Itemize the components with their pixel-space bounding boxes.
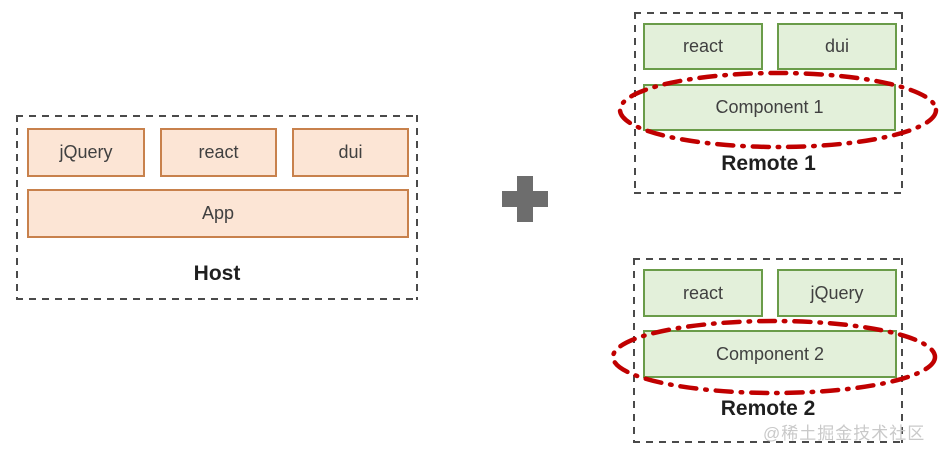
host-lib-box-react: react [160, 128, 277, 177]
remote1-lib-box-dui: dui [777, 23, 897, 70]
watermark: @稀土掘金技术社区 [763, 424, 926, 443]
remote1-component-label: Component 1 [715, 97, 824, 117]
host-title: Host [193, 262, 241, 285]
remote1-lib-label-react: react [682, 36, 724, 56]
plus-icon [502, 176, 548, 222]
remote1-component-box: Component 1 [643, 84, 896, 131]
host-app-box: App [27, 189, 409, 238]
host-lib-box-dui: dui [292, 128, 409, 177]
remote2-title: Remote 2 [720, 397, 816, 420]
remote2-lib-label-react: react [682, 282, 724, 303]
remote2-lib-label-jquery: jQuery [810, 282, 864, 303]
remote2-component-box: Component 2 [643, 330, 897, 378]
host-lib-label-dui: dui [338, 142, 363, 162]
remote1-container: react dui Component 1 Remote 1 [634, 12, 903, 194]
remote1-lib-label-dui: dui [824, 36, 850, 56]
host-container: jQuery react dui App Host [16, 115, 418, 300]
remote1-lib-box-react: react [643, 23, 763, 70]
host-lib-label-jquery: jQuery [59, 142, 113, 162]
remote1-title: Remote 1 [721, 152, 816, 175]
remote2-container: react jQuery Component 2 Remote 2 [633, 258, 903, 443]
host-app-label: App [201, 203, 235, 223]
host-lib-box-jquery: jQuery [27, 128, 145, 177]
remote2-lib-box-jquery: jQuery [777, 269, 897, 317]
remote2-component-label: Component 2 [715, 343, 825, 364]
host-lib-label-react: react [198, 142, 239, 162]
remote2-lib-box-react: react [643, 269, 763, 317]
